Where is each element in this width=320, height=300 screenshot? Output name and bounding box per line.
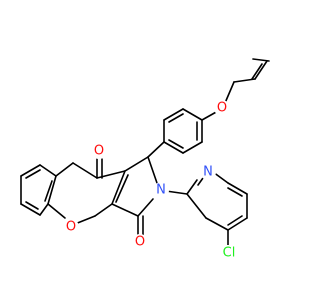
bond xyxy=(197,177,204,186)
bond xyxy=(115,174,129,203)
bond xyxy=(205,217,229,231)
bond xyxy=(165,190,188,195)
bond xyxy=(182,141,203,154)
bond xyxy=(25,201,39,210)
bond xyxy=(233,78,256,83)
bond xyxy=(55,162,74,177)
ring-oxygen: O xyxy=(63,219,79,235)
atom-label-cl: Cl xyxy=(223,246,236,261)
bond xyxy=(39,164,57,177)
bond xyxy=(20,203,41,216)
bonds xyxy=(20,58,270,248)
pyridine-nitrogen: N xyxy=(200,164,216,180)
ether-oxygen: O xyxy=(214,100,230,116)
bond xyxy=(20,164,41,177)
bond xyxy=(39,203,49,216)
bond xyxy=(94,203,113,217)
bond xyxy=(251,63,263,80)
bond xyxy=(163,108,184,121)
bond xyxy=(147,141,165,158)
lactam-oxygen: O xyxy=(132,234,148,250)
bond xyxy=(227,182,248,195)
bond xyxy=(201,110,219,121)
chromone-ketone-oxygen: O xyxy=(91,143,107,159)
atom-label-o: O xyxy=(66,220,76,235)
atom-labels: O O O O N N Cl xyxy=(63,100,241,261)
bond xyxy=(25,169,41,179)
bond xyxy=(254,60,268,80)
lactam-nitrogen: N xyxy=(153,182,169,198)
bond xyxy=(182,108,203,121)
bond xyxy=(163,141,184,154)
bond xyxy=(224,81,235,104)
molecule-structure: O O O O N N Cl xyxy=(20,58,270,261)
bond xyxy=(111,203,139,217)
bond xyxy=(111,170,126,205)
bond xyxy=(227,217,248,231)
atom-label-o: O xyxy=(217,101,227,116)
bond xyxy=(168,113,184,123)
bond xyxy=(47,175,57,205)
atom-label-o: O xyxy=(135,235,145,250)
bond xyxy=(227,187,243,197)
bond xyxy=(124,156,149,172)
atom-label-o: O xyxy=(94,144,104,159)
bond xyxy=(137,198,154,217)
bond xyxy=(47,203,66,219)
bond xyxy=(186,179,198,195)
bond xyxy=(186,193,207,219)
bond xyxy=(72,162,98,179)
bond xyxy=(227,215,243,226)
bond xyxy=(44,180,53,202)
bond xyxy=(147,156,158,184)
bond xyxy=(74,215,96,225)
chlorine: Cl xyxy=(215,245,241,261)
atom-label-n: N xyxy=(203,165,213,180)
atom-label-n: N xyxy=(156,183,166,198)
bond xyxy=(168,139,184,149)
